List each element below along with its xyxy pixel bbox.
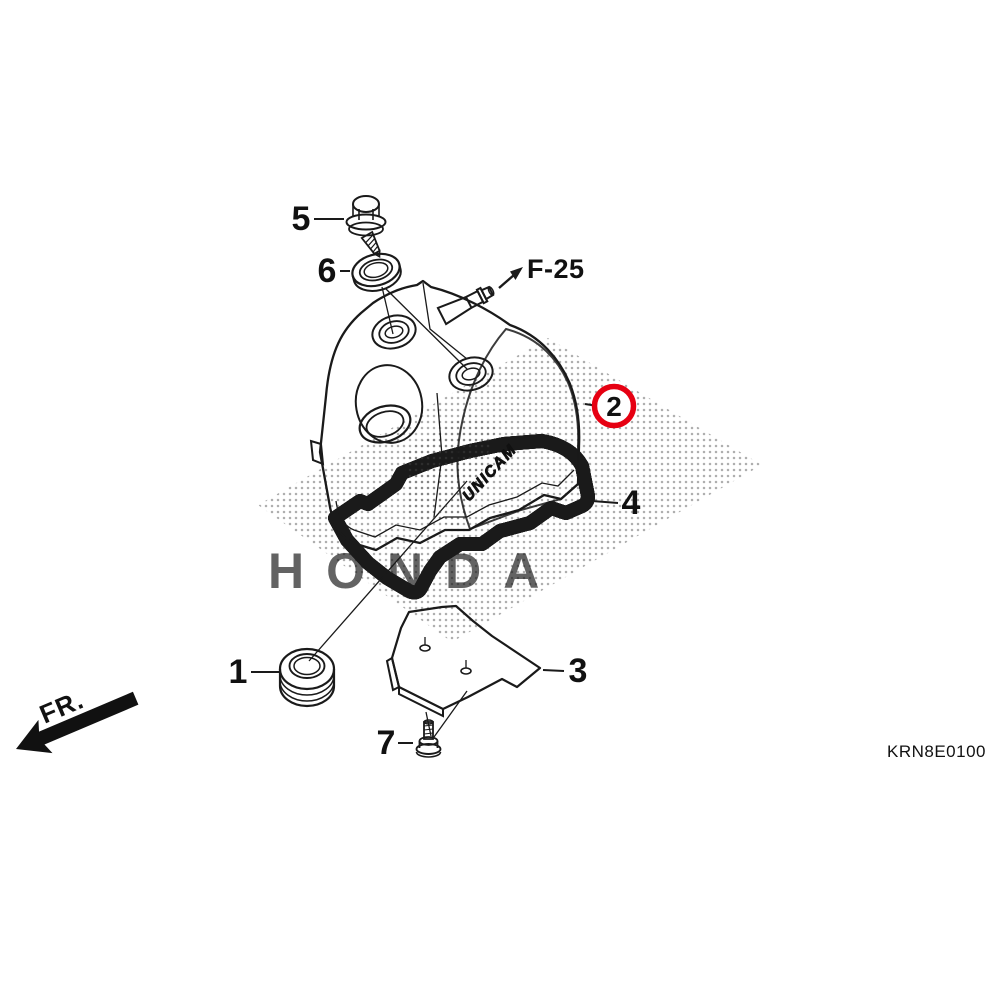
cover-dome-face bbox=[456, 327, 580, 531]
svg-text:4: 4 bbox=[622, 484, 641, 522]
callout-4[interactable]: 4 bbox=[591, 484, 641, 522]
svg-text:5: 5 bbox=[292, 200, 311, 238]
oil-cap-ring bbox=[358, 404, 412, 444]
cover-bolt-recess-1 bbox=[371, 314, 417, 350]
callout-2-highlighted[interactable]: 2 bbox=[584, 383, 637, 429]
breather-tube bbox=[436, 285, 495, 326]
svg-text:3: 3 bbox=[569, 652, 588, 690]
callout-6[interactable]: 6 bbox=[318, 252, 350, 290]
halftone-shading-band bbox=[258, 338, 762, 642]
part-bolt-7 bbox=[415, 719, 442, 758]
f25-label: F-25 bbox=[527, 254, 585, 284]
svg-text:2: 2 bbox=[606, 391, 622, 422]
svg-text:6: 6 bbox=[318, 252, 337, 290]
callout-7[interactable]: 7 bbox=[377, 724, 413, 762]
callout-3[interactable]: 3 bbox=[542, 652, 588, 690]
part-washer-6 bbox=[351, 252, 468, 370]
fr-arrow-icon bbox=[16, 691, 139, 754]
svg-text:7: 7 bbox=[377, 724, 396, 762]
part-plate-3 bbox=[385, 604, 542, 738]
f25-arrow bbox=[498, 274, 515, 289]
part-bolt-5 bbox=[345, 195, 387, 258]
part-grommet-1 bbox=[278, 647, 336, 708]
front-direction-marker: FR. bbox=[16, 684, 139, 754]
diagram-code: KRN8E0100 bbox=[887, 742, 986, 761]
f25-reference: F-25 bbox=[498, 254, 585, 289]
svg-text:1: 1 bbox=[229, 653, 248, 691]
part-gasket bbox=[328, 434, 595, 592]
f25-arrowhead-icon bbox=[510, 267, 523, 280]
highlight-circle bbox=[591, 383, 637, 429]
callout-5[interactable]: 5 bbox=[292, 200, 344, 238]
callout-1[interactable]: 1 bbox=[229, 653, 279, 691]
cover-bolt-recess-2 bbox=[448, 356, 494, 392]
cover-oval-boss bbox=[354, 364, 424, 444]
